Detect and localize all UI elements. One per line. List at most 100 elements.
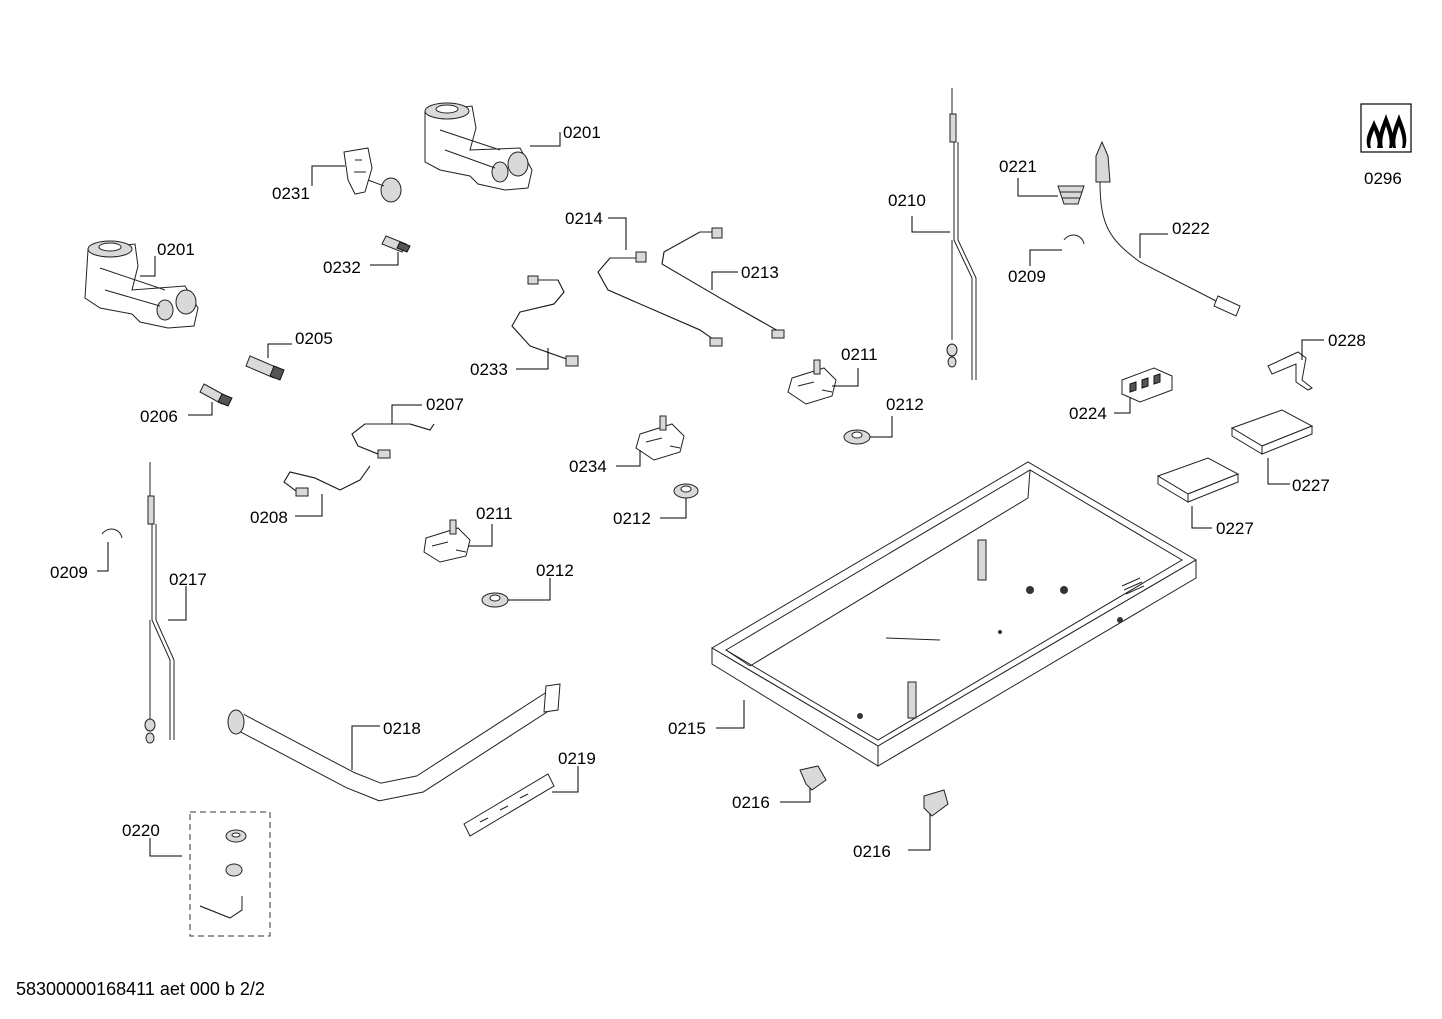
label-0214: 0214 — [565, 209, 603, 228]
mounting-clip-0216-right-part — [923, 789, 949, 817]
leader-0232 — [370, 252, 399, 266]
label-0211-left: 0211 — [476, 504, 513, 523]
label-0201-top: 0201 — [563, 123, 601, 142]
gas-tap-0211-left-part — [423, 519, 471, 563]
label-0217: 0217 — [169, 570, 207, 589]
thermocouple-0217-part — [144, 462, 175, 744]
leader-0209-left — [97, 542, 109, 572]
injector-0206-part — [199, 383, 233, 407]
label-0231: 0231 — [272, 184, 310, 203]
label-0209-left: 0209 — [50, 563, 88, 582]
gas-pipe-0233-part — [511, 275, 579, 367]
label-0215: 0215 — [668, 719, 706, 738]
main-gas-pipe-0218-part — [227, 683, 561, 802]
ignition-electrode-0222-part — [1095, 140, 1241, 317]
leader-0206 — [188, 402, 213, 416]
label-0218: 0218 — [383, 719, 421, 738]
leader-0216-right — [908, 814, 931, 851]
injector-nozzle-part — [381, 235, 411, 253]
grommet-0221-part — [1057, 185, 1085, 205]
leader-0217 — [168, 586, 187, 621]
leader-0227-top — [1267, 458, 1290, 485]
label-0211-right: 0211 — [841, 345, 878, 364]
base-tray-0215-part — [711, 461, 1197, 767]
leader-0219 — [552, 766, 579, 793]
label-0221: 0221 — [999, 157, 1037, 176]
leader-0221 — [1017, 178, 1058, 197]
label-0224: 0224 — [1069, 404, 1107, 423]
label-0220: 0220 — [122, 821, 160, 840]
leader-0208 — [295, 494, 323, 517]
connection-kit-0220-part — [189, 811, 271, 937]
gas-tap-0211-right-part — [787, 359, 837, 405]
cover-plate-0227-top-part — [1230, 409, 1314, 455]
label-0219: 0219 — [558, 749, 596, 768]
leader-0213 — [711, 271, 738, 290]
leader-0209-right — [1029, 249, 1062, 266]
leader-0214 — [608, 217, 627, 250]
label-0216-left: 0216 — [732, 793, 770, 812]
leader-0212-middle — [660, 498, 687, 519]
leader-0201-left — [140, 256, 156, 277]
knob-seal-0212-right-part — [843, 429, 871, 445]
rail-0219-part — [463, 773, 555, 837]
label-0210: 0210 — [888, 191, 926, 210]
label-0213: 0213 — [741, 263, 779, 282]
leader-0220 — [149, 838, 182, 857]
label-0209-right: 0209 — [1008, 267, 1046, 286]
leader-0201-top — [530, 132, 561, 147]
label-0206: 0206 — [140, 407, 178, 426]
leader-0231 — [311, 165, 345, 186]
knob-seal-0212-left-part — [481, 592, 509, 608]
leader-0234 — [616, 450, 641, 467]
leader-0228 — [1301, 339, 1324, 360]
label-0216-right: 0216 — [853, 842, 891, 861]
label-0208: 0208 — [250, 508, 288, 527]
clip-0209-right-part — [1063, 234, 1085, 245]
gas-tap-0234-part — [635, 415, 685, 461]
label-0227-bottom: 0227 — [1216, 519, 1254, 538]
bracket-0228-part — [1267, 351, 1313, 391]
label-0222: 0222 — [1172, 219, 1210, 238]
leader-0233 — [516, 348, 549, 370]
label-0212-right: 0212 — [886, 395, 924, 414]
leader-0215 — [716, 700, 745, 729]
label-0205: 0205 — [295, 329, 333, 348]
clip-0209-left-part — [101, 528, 123, 539]
label-0296: 0296 — [1364, 169, 1402, 188]
valve-bracket-part — [343, 147, 402, 203]
gas-valve-block-part — [424, 102, 533, 191]
leader-0210 — [911, 216, 950, 233]
mounting-clip-0216-left-part — [799, 765, 827, 791]
leader-0212-right — [870, 416, 893, 438]
label-0207: 0207 — [426, 395, 464, 414]
gas-pipe-0208-part — [283, 465, 371, 497]
label-0228: 0228 — [1328, 331, 1366, 350]
cover-plate-0227-bottom-part — [1156, 457, 1240, 503]
leader-0207 — [391, 404, 422, 424]
label-0227-top: 0227 — [1292, 476, 1330, 495]
gas-pipe-0214-part — [597, 251, 723, 347]
leader-0224 — [1114, 398, 1131, 414]
leader-0216-left — [780, 788, 811, 803]
leader-0211-left — [468, 524, 493, 547]
document-code: 58300000168411 aet 000 b 2/2 — [16, 979, 265, 999]
injector-0205-part — [245, 355, 285, 381]
leader-0212-left — [508, 578, 551, 601]
leader-0211-right — [832, 368, 859, 387]
gas-valve-block-left-part — [84, 240, 199, 329]
leader-0222 — [1139, 233, 1168, 258]
gas-pipe-0213-part — [661, 227, 785, 339]
label-0233: 0233 — [470, 360, 508, 379]
label-0232: 0232 — [323, 258, 361, 277]
leader-0227-bottom — [1191, 506, 1212, 529]
label-0234: 0234 — [569, 457, 607, 476]
label-0201-left: 0201 — [157, 240, 195, 259]
terminal-block-0224-part — [1121, 367, 1173, 403]
leader-0205 — [267, 343, 292, 358]
gas-flame-icon — [1360, 103, 1412, 153]
knob-seal-0212-middle-part — [673, 483, 699, 499]
leader-0218 — [351, 725, 380, 770]
thermocouple-0210-part — [946, 88, 977, 380]
